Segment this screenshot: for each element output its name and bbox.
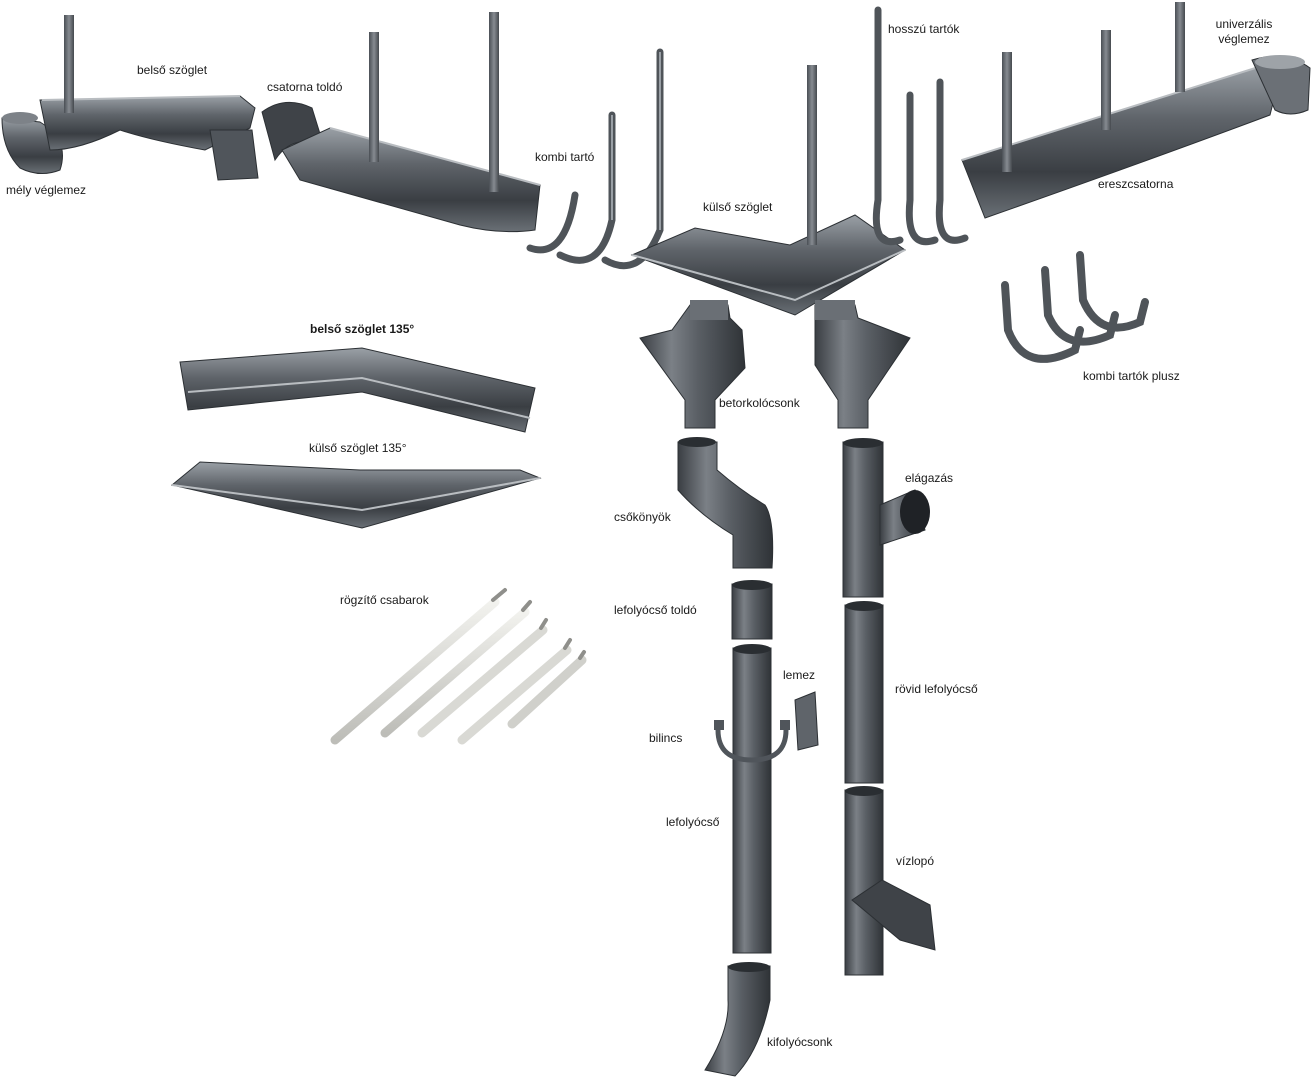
label-bilincs: bilincs: [649, 731, 683, 745]
label-kombi-tarto: kombi tartó: [535, 150, 595, 164]
label-belso-szoglet: belső szöglet: [137, 63, 208, 77]
kombi-tarto-brackets: [526, 48, 664, 270]
belso-szoglet-135-part: [179, 347, 536, 433]
univerzalis-veglemez-part: [1251, 55, 1311, 115]
ereszcsatorna-right: [961, 2, 1276, 219]
label-csokonyok: csőkönyök: [614, 510, 671, 524]
label-mely-veglemez: mély véglemez: [6, 183, 87, 197]
kulso-szoglet-135-part: [170, 461, 542, 529]
label-rogzito-csavarok: rögzítő csabarok: [340, 593, 429, 607]
label-kombi-tartok-plusz: kombi tartók plusz: [1083, 369, 1180, 383]
kifolyocsonk-part: [704, 962, 771, 1077]
kombi-tartok-plusz-brackets: [1001, 251, 1149, 363]
belso-szoglet-part: [39, 15, 256, 151]
rovid-lefolyocso-part: [844, 601, 884, 784]
lefolyocso-toldo-part: [731, 580, 773, 640]
label-univerzalis-veglemez: univerzális véglemez: [1215, 17, 1273, 46]
elagazas-part: [842, 438, 930, 598]
label-belso-szoglet-135: belső szöglet 135°: [310, 322, 415, 336]
bilincs-part: [714, 720, 790, 763]
rogzito-csavarok-set: [330, 588, 587, 745]
label-kulso-szoglet: külső szöglet: [703, 200, 773, 214]
label-ereszcsatorna: ereszcsatorna: [1098, 177, 1174, 191]
betorkolocsonk-right: [814, 300, 911, 429]
label-lefolyocso: lefolyócső: [666, 815, 720, 829]
ereszcsatorna-left: [281, 12, 541, 233]
label-hosszu-tartok: hosszú tartók: [888, 22, 960, 36]
label-betorkolocsonk: betorkolócsonk: [719, 396, 800, 410]
csatorna-toldo-part: [209, 101, 326, 181]
vizlopo-part: [844, 786, 936, 976]
label-elagazas: elágazás: [905, 471, 954, 485]
betorkolocsonk-left: [639, 300, 746, 429]
kulso-szoglet-part: [630, 65, 906, 316]
label-lefolyocso-toldo: lefolyócső toldó: [614, 603, 697, 617]
csokonyok-part: [677, 437, 774, 569]
label-csatorna-toldo: csatorna toldó: [267, 80, 343, 94]
label-kifolyocsonk: kifolyócsonk: [767, 1035, 833, 1049]
label-rovid-lefolyocso: rövid lefolyócső: [895, 682, 978, 696]
label-kulso-szoglet-135: külső szöglet 135°: [309, 441, 407, 455]
hosszu-tartok-brackets: [872, 6, 969, 245]
lefolyocso-part: [732, 644, 772, 954]
label-vizlopo: vízlopó: [896, 854, 935, 868]
lemez-part: [794, 691, 819, 751]
label-lemez: lemez: [783, 668, 816, 682]
